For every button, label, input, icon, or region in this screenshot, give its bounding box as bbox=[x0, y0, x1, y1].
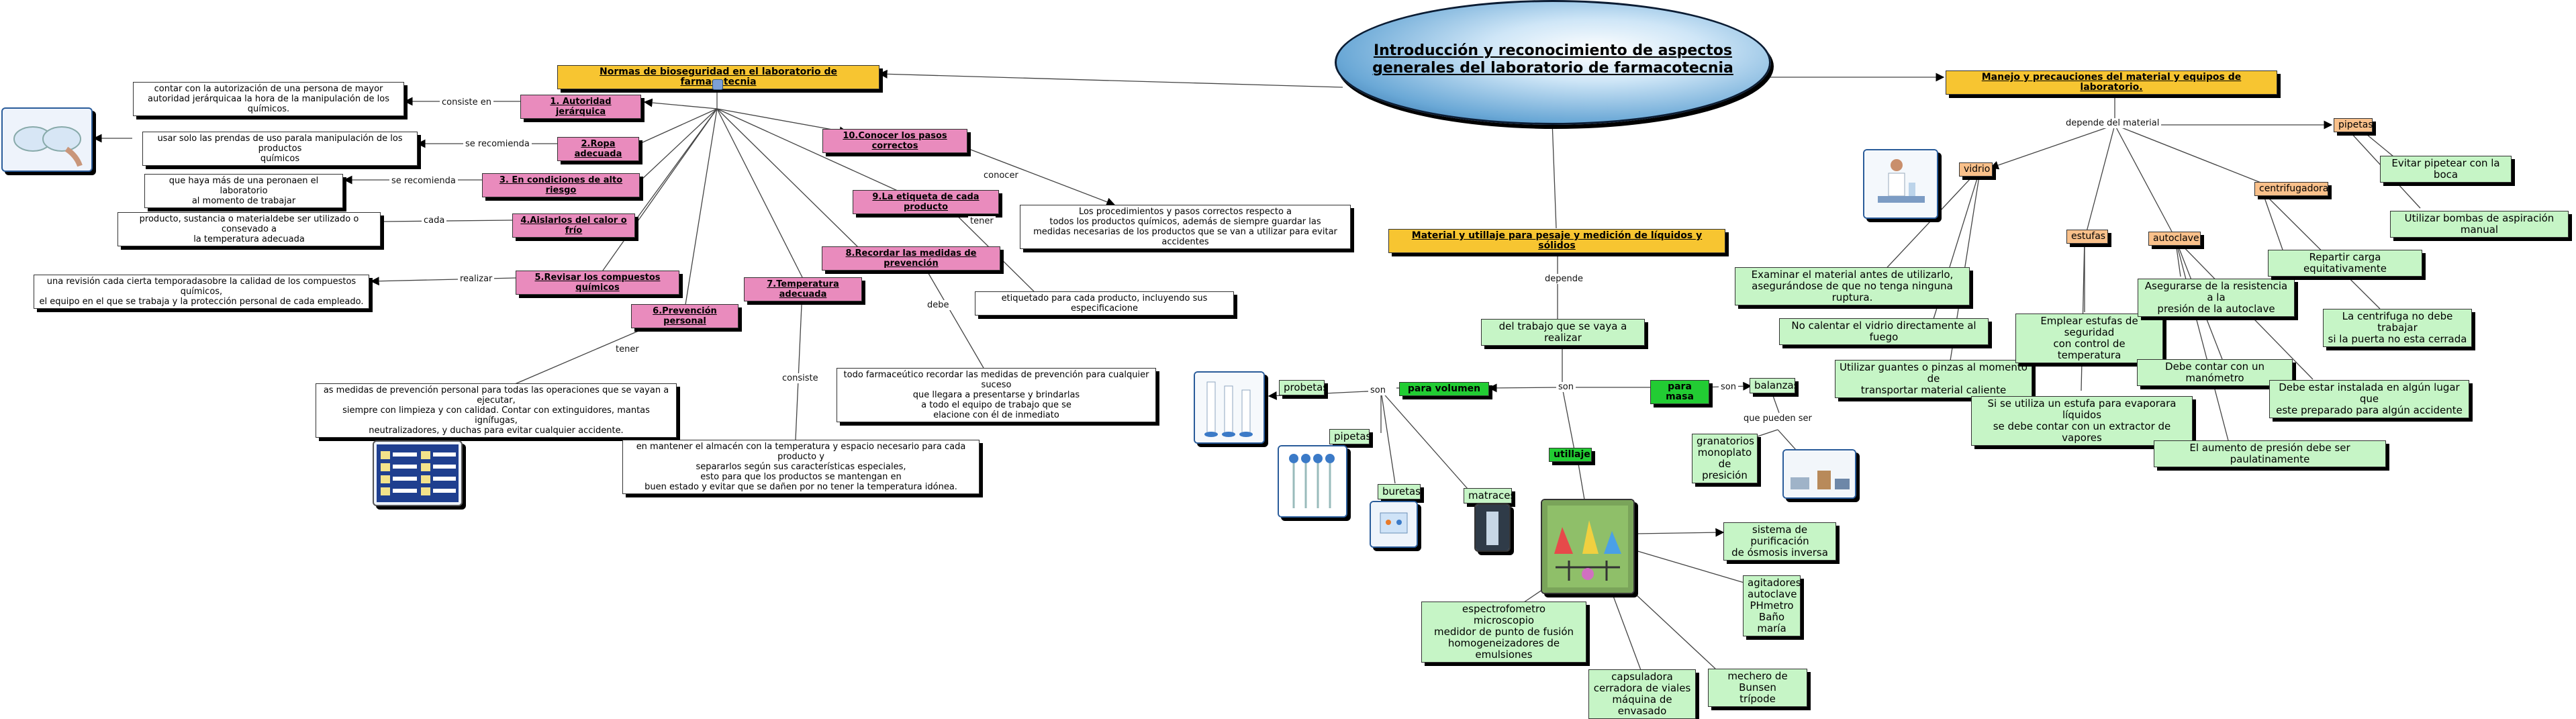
norma-8: 8.Recordar las medidas de prevención bbox=[822, 246, 1000, 271]
link-label: cada bbox=[422, 215, 447, 226]
norma-3: 3. En condiciones de alto riesgo bbox=[482, 173, 640, 197]
vidrio-tip-3: Utilizar guantes o pinzas al momento de … bbox=[1835, 360, 2032, 398]
material-buretas: buretas bbox=[1378, 484, 1421, 499]
norma-desc-4: producto, sustancia o materialdebe ser u… bbox=[117, 212, 381, 246]
material-granatorios: granatorios monoplato de presición bbox=[1692, 434, 1758, 483]
material-espectro: espectrofometro microscopio medidor de p… bbox=[1421, 602, 1586, 663]
material-purificacion: sistema de purificación de ósmosis inver… bbox=[1723, 522, 1836, 561]
flask-icon bbox=[1474, 504, 1511, 552]
vidrio-tip-1: Examinar el material antes de utilizarlo… bbox=[1735, 267, 1970, 305]
branch-manejo: Manejo y precauciones del material y equ… bbox=[1946, 70, 2277, 95]
material-capsuladora: capsuladora cerradora de viales máquina … bbox=[1588, 669, 1696, 719]
norma-4: 4.Aislarlos del calor o frío bbox=[512, 213, 635, 238]
link-label: realizar bbox=[458, 274, 495, 284]
norma-5: 5.Revisar los compuestos químicos bbox=[516, 271, 679, 295]
norma-7: 7.Temperatura adecuada bbox=[744, 277, 862, 301]
material-agitadores: agitadores autoclave PHmetro Baño maría bbox=[1743, 575, 1801, 636]
norma-desc-3: que haya más de una peronaen el laborato… bbox=[144, 174, 343, 208]
link-label: tener bbox=[614, 344, 641, 354]
safety-chart-icon bbox=[373, 440, 463, 506]
hub-marker bbox=[712, 79, 723, 90]
material-matraces: matraces bbox=[1464, 488, 1515, 504]
pipetas-tip-1: Evitar pipetear con la boca bbox=[2380, 156, 2512, 183]
material-masa: para masa bbox=[1650, 380, 1709, 404]
main-topic-bubble: Introducción y reconocimiento de aspecto… bbox=[1335, 0, 1771, 125]
norma-desc-8: todo farmaceútico recordar las medidas d… bbox=[837, 368, 1156, 422]
pipetas-tip-2: Utilizar bombas de aspiración manual bbox=[2390, 211, 2569, 238]
link-label: son bbox=[1368, 385, 1388, 395]
norma-desc-10: Los procedimientos y pasos correctos res… bbox=[1020, 205, 1351, 249]
vidrio-tip-2: No calentar el vidrio directamente al fu… bbox=[1779, 318, 1989, 345]
link-label: conocer bbox=[982, 171, 1020, 181]
buretes-icon bbox=[1370, 501, 1418, 548]
norma-desc-7: en mantener el almacén con la temperatur… bbox=[622, 440, 980, 494]
material-pipetas: pipetas bbox=[1329, 429, 1371, 444]
autoclave-tip-2: Debe contar con un manómetro bbox=[2137, 359, 2293, 386]
norma-1: 1. Autoridad jerárquica bbox=[520, 95, 641, 119]
estufas-tip-2: Si se utiliza un estufa para evaporara l… bbox=[1971, 396, 2193, 446]
norma-desc-1: contar con la autorización de una person… bbox=[133, 82, 404, 116]
material-volumen: para volumen bbox=[1399, 382, 1489, 396]
goggles-icon bbox=[1, 107, 93, 172]
manejo-autoclave: autoclave bbox=[2148, 232, 2201, 246]
norma-2: 2.Ropa adecuada bbox=[557, 137, 639, 161]
material-depende-trabajo: del trabajo que se vaya a realizar bbox=[1481, 319, 1645, 346]
norma-10: 10.Conocer los pasos correctos bbox=[822, 129, 967, 153]
link-label: se recomienda bbox=[463, 139, 532, 149]
material-probetas: probetas bbox=[1279, 380, 1328, 395]
norma-6: 6.Prevención personal bbox=[631, 304, 738, 328]
autoclave-tip-4: Debe estar instalada en algún lugar que … bbox=[2269, 380, 2469, 418]
centrifuga-tip-2: La centrifuga no debe trabajar si la pue… bbox=[2323, 309, 2472, 347]
manejo-vidrio: vidrio bbox=[1959, 162, 1993, 177]
link-label: que pueden ser bbox=[1742, 414, 1814, 424]
norma-9: 9.La etiqueta de cada producto bbox=[853, 190, 999, 214]
link-label: son bbox=[1556, 382, 1576, 392]
autoclave-tip-1: Asegurarse de la resistencia a la presió… bbox=[2138, 279, 2295, 317]
norma-desc-6: as medidas de prevención personal para t… bbox=[316, 383, 677, 438]
manejo-centrifugadora: centrifugadora bbox=[2254, 182, 2328, 196]
graduated-cylinders-icon bbox=[1194, 371, 1265, 444]
scale-icon bbox=[1782, 449, 1856, 499]
autoclave-tip-3: El aumento de presión debe ser paulatina… bbox=[2154, 440, 2386, 467]
material-utillaje: utillaje bbox=[1549, 448, 1592, 462]
link-label: depende bbox=[1543, 274, 1585, 284]
link-label: debe bbox=[925, 300, 951, 310]
main-topic-title: Introducción y reconocimiento de aspecto… bbox=[1372, 42, 1733, 77]
material-balanzas: balanzas bbox=[1750, 378, 1799, 393]
manejo-estufas: estufas bbox=[2066, 230, 2108, 244]
link-label: consiste en bbox=[440, 97, 493, 107]
norma-desc-2: usar solo las prendas de uso parala mani… bbox=[142, 132, 418, 166]
branch-material: Material y utillaje para pesaje y medici… bbox=[1388, 229, 1725, 253]
norma-desc-5: una revisión cada cierta temporadasobre … bbox=[34, 275, 369, 309]
link-label: depende del material bbox=[2064, 118, 2162, 128]
norma-desc-9: etiquetado para cada producto, incluyend… bbox=[975, 291, 1234, 316]
link-label: se recomienda bbox=[389, 176, 458, 186]
estufas-tip-1: Emplear estufas de seguridad con control… bbox=[2015, 314, 2163, 363]
lab-scientist-icon bbox=[1863, 149, 1938, 219]
lab-equipment-icon bbox=[1541, 499, 1635, 594]
link-label: consiste bbox=[780, 373, 820, 383]
pipettes-icon bbox=[1278, 445, 1347, 518]
centrifuga-tip-1: Repartir carga equitativamente bbox=[2268, 250, 2422, 277]
material-bunsen: mechero de Bunsen trípode bbox=[1708, 669, 1807, 707]
link-label: son bbox=[1719, 382, 1738, 392]
link-label: tener bbox=[968, 216, 996, 226]
manejo-pipetas: pipetas bbox=[2334, 118, 2373, 132]
